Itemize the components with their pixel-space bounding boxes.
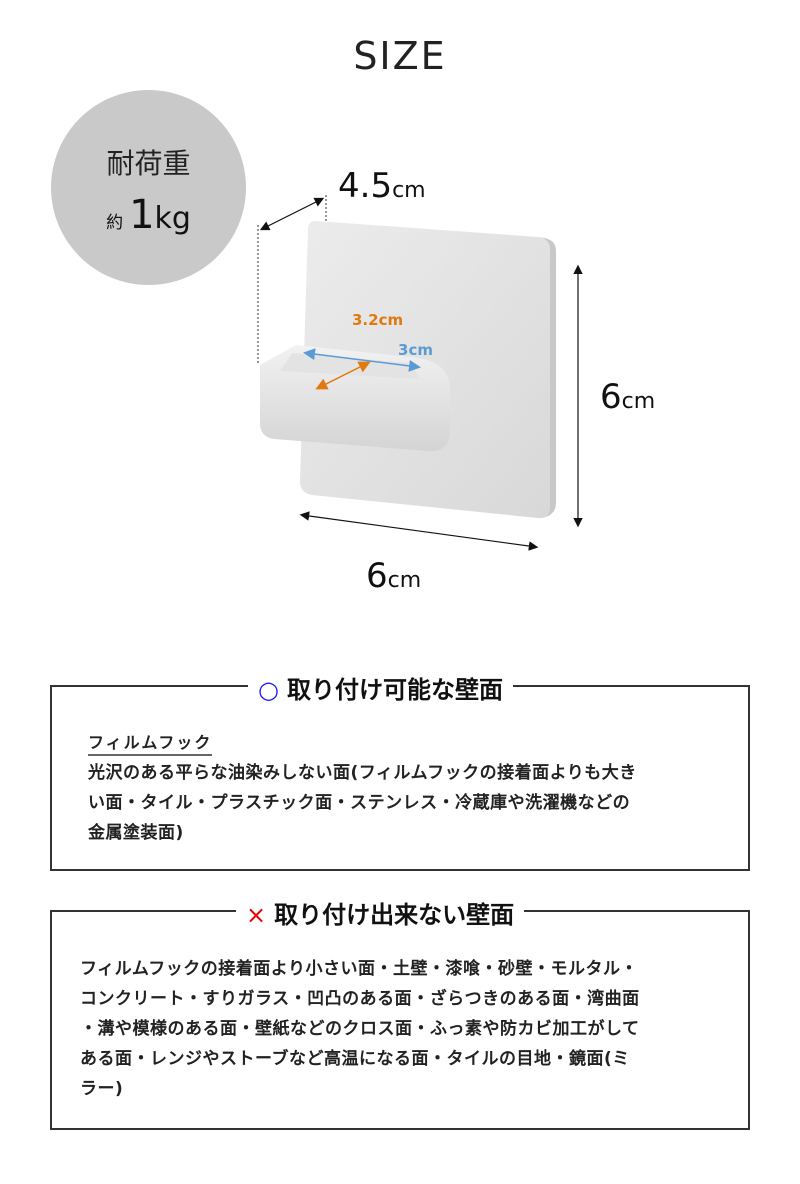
hook-width-value: 3 <box>398 341 409 359</box>
product-illustration <box>257 195 583 551</box>
hook-depth-unit: cm <box>378 311 404 329</box>
not-mountable-line: ある面・レンジやストーブなど高温になる面・タイルの目地・鏡面(ミ <box>80 1049 630 1069</box>
mountable-line: 光沢のある平らな油染みしない面(フィルムフックの接着面よりも大き <box>88 763 637 783</box>
not-mountable-body: フィルムフックの接着面より小さい面・土壁・漆喰・砂壁・モルタル・ コンクリート・… <box>80 954 740 1104</box>
mountable-line: い面・タイル・プラスチック面・ステンレス・冷蔵庫や洗濯機などの <box>88 793 631 813</box>
depth-dimension: 4.5cm <box>338 166 426 206</box>
mountable-body: フィルムフック 光沢のある平らな油染みしない面(フィルムフックの接着面よりも大き… <box>88 728 728 848</box>
mountable-heading: ○取り付け可能な壁面 <box>248 670 513 705</box>
page-title: SIZE <box>353 34 447 78</box>
film-hook-subheading: フィルムフック <box>88 732 213 756</box>
load-capacity-label: 耐荷重 <box>106 147 191 180</box>
width-dimension: 6cm <box>366 556 421 596</box>
hook-depth-dimension: 3.2cm <box>352 311 403 329</box>
depth-value: 4.5 <box>338 166 393 206</box>
width-value: 6 <box>366 556 388 596</box>
not-mountable-line: ・溝や模様のある面・壁紙などのクロス面・ふっ素や防カビ加工がして <box>80 1019 640 1039</box>
load-unit: kg <box>154 201 191 236</box>
hook-depth-value: 3.2 <box>352 311 379 329</box>
not-mountable-heading: ×取り付け出来ない壁面 <box>236 895 525 930</box>
not-mountable-line: コンクリート・すりガラス・凹凸のある面・ざらつきのある面・湾曲面 <box>80 989 640 1009</box>
not-mountable-line: ラー) <box>80 1079 124 1099</box>
depth-unit: cm <box>392 178 426 203</box>
height-dimension: 6cm <box>600 377 655 417</box>
approx-prefix: 約 <box>106 213 124 233</box>
hook-width-dimension: 3cm <box>398 341 433 359</box>
mountable-line: 金属塗装面) <box>88 823 184 843</box>
load-number: 1 <box>129 192 155 238</box>
not-mountable-line: フィルムフックの接着面より小さい面・土壁・漆喰・砂壁・モルタル・ <box>80 959 638 979</box>
height-value: 6 <box>600 377 622 417</box>
height-unit: cm <box>621 389 656 414</box>
circle-ok-icon: ○ <box>258 676 279 704</box>
width-unit: cm <box>387 568 422 593</box>
not-mountable-heading-text: 取り付け出来ない壁面 <box>274 901 515 929</box>
mountable-heading-text: 取り付け可能な壁面 <box>286 676 503 704</box>
cross-ng-icon: × <box>246 901 267 929</box>
hook-width-unit: cm <box>408 341 433 359</box>
